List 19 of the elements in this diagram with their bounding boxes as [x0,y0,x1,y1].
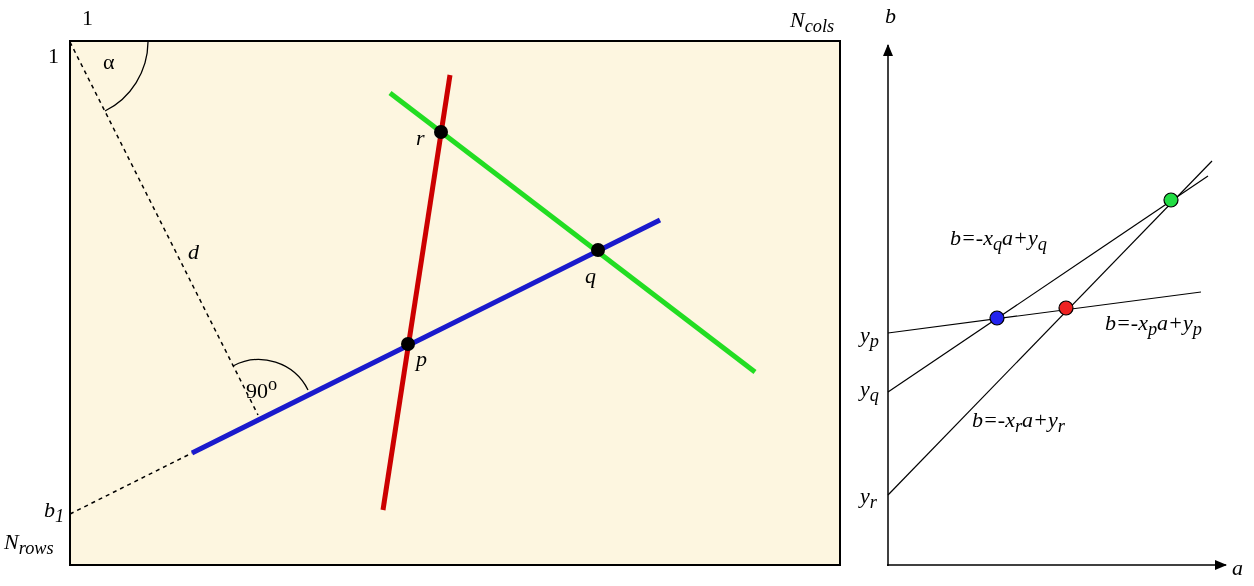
axis-label: y$_{p}$ [860,323,879,354]
angle-label: α [103,50,115,74]
axis-label: N$_{cols}$ [790,8,835,39]
point-label: q [585,264,596,288]
equation-label: b=-x$_{p}$a+y$_{p}$ [1105,311,1202,342]
equation-label: b=-x$_{r}$a+y$_{r}$ [972,408,1065,439]
axis-label: N$_{rows}$ [4,530,54,561]
axis-label: a [1232,556,1243,580]
axis-label: y$_{q}$ [860,377,879,408]
axis-label: 1 [48,44,59,68]
axis-label: y$_{r}$ [860,484,877,515]
axis-label: 1 [82,6,93,30]
point-label: p [416,347,427,371]
distance-label: d [188,240,199,264]
point-label: r [416,126,425,150]
axis-label: b$_{1}$ [44,498,65,529]
axis-label: b [885,4,896,28]
angle-label: 90$^{o}$ [246,373,278,404]
equation-label: b=-x$_{q}$a+y$_{q}$ [950,226,1047,257]
